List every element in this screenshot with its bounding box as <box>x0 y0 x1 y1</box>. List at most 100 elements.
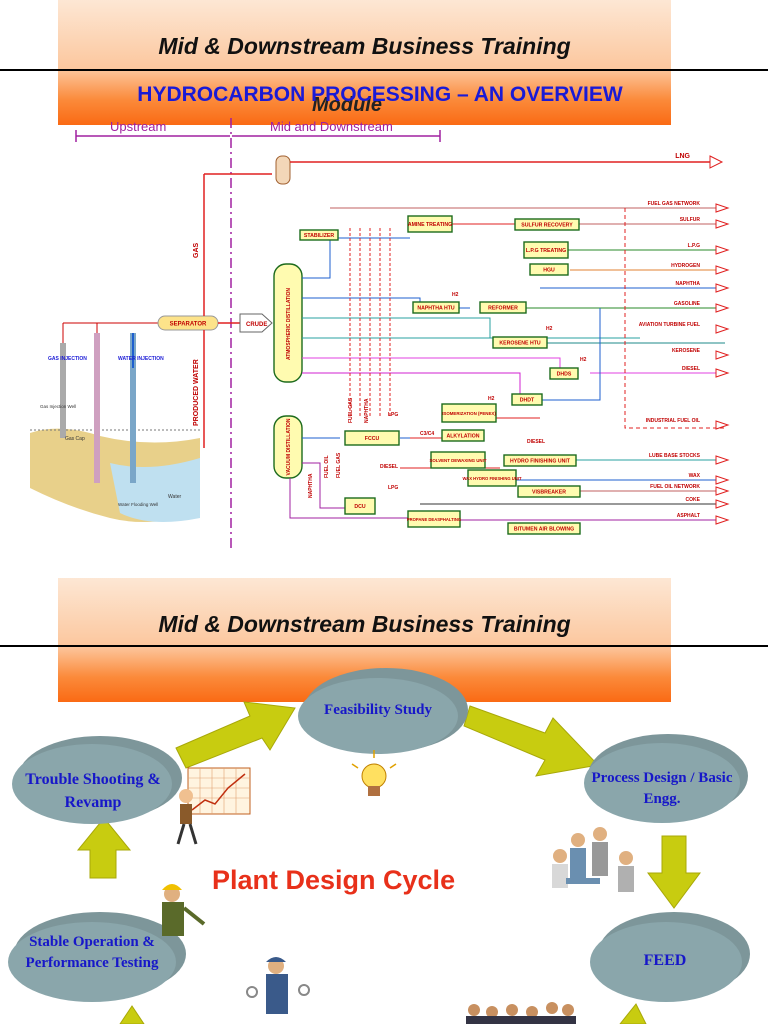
unit-kerosene-htu <box>492 336 548 349</box>
worker-icon <box>162 884 206 936</box>
arrow-process-to-feed <box>647 835 701 909</box>
header-divider <box>0 69 768 71</box>
crude-label: CRUDE <box>246 322 267 328</box>
water-label: Water <box>168 494 181 500</box>
arrow-bottom-left <box>119 1005 145 1024</box>
gas-well-label: Gas Injection Well <box>40 404 76 409</box>
svg-text:H2: H2 <box>546 326 553 332</box>
node-trouble-shooting <box>12 744 172 824</box>
product-atf: AVIATION TURBINE FUEL <box>639 322 700 328</box>
svg-text:ISOMERIZATION (PENEX): ISOMERIZATION (PENEX) <box>442 411 496 416</box>
node-process-design <box>584 743 740 823</box>
node-stable-operation <box>8 922 176 1002</box>
unit-wax-hydro <box>467 469 517 487</box>
svg-text:DHDT: DHDT <box>520 398 535 404</box>
design-cycle-graphic <box>8 668 750 1024</box>
unit-fccu <box>344 430 400 446</box>
unit-amine <box>407 215 453 233</box>
unit-stabilizer <box>299 229 339 241</box>
header-title-2: Mid & Downstream Business Training <box>158 611 571 637</box>
subtitle: HYDROCARBON PROCESSING – AN OVERVIEW <box>137 83 623 106</box>
product-asphalt: ASPHALT <box>677 513 700 519</box>
lightbulb-icon <box>351 750 397 796</box>
svg-text:STABILIZER: STABILIZER <box>304 233 334 239</box>
svg-text:H2: H2 <box>452 292 459 298</box>
product-naphtha: NAPHTHA <box>676 281 701 287</box>
product-industrial-fuel-oil: INDUSTRIAL FUEL OIL <box>646 418 700 424</box>
svg-text:FUEL GAS: FUEL GAS <box>348 397 354 423</box>
svg-text:AMINE TREATING: AMINE TREATING <box>408 222 452 228</box>
svg-text:DHDS: DHDS <box>557 372 572 378</box>
svg-text:REFORMER: REFORMER <box>488 306 518 312</box>
product-diesel: DIESEL <box>682 366 700 372</box>
svg-text:H2: H2 <box>488 396 495 402</box>
unit-solvent-dewaxing <box>430 451 486 469</box>
svg-text:HGU: HGU <box>543 268 555 274</box>
module-label: Module <box>312 94 382 116</box>
node-feed <box>590 922 742 1002</box>
svg-text:NAPHTHA: NAPHTHA <box>308 473 314 498</box>
unit-hgu <box>529 263 569 276</box>
product-fuel-gas: FUEL GAS NETWORK <box>648 201 701 207</box>
svg-text:FUEL GAS: FUEL GAS <box>336 452 342 478</box>
slide-hydrocarbon-overview: Mid & Downstream Business Training Modul… <box>0 0 768 550</box>
svg-text:WAX HYDRO FINISHING UNIT: WAX HYDRO FINISHING UNIT <box>462 476 522 481</box>
product-lpg: L.P.G <box>688 243 701 249</box>
node-feed-label: FEED <box>643 952 687 969</box>
svg-text:DCU: DCU <box>354 504 365 510</box>
unit-naphtha-htu <box>412 301 460 314</box>
svg-text:NAPHTHA: NAPHTHA <box>364 398 370 423</box>
svg-text:FUEL OIL: FUEL OIL <box>324 455 330 478</box>
arrow-bottom-right <box>619 1003 647 1024</box>
node-process-design-label: Process Design / Basic Engg. <box>591 770 733 807</box>
svg-text:SULFUR RECOVERY: SULFUR RECOVERY <box>521 223 573 229</box>
svg-text:L.P.G TREATING: L.P.G TREATING <box>526 248 566 254</box>
svg-text:LPG: LPG <box>388 485 398 491</box>
svg-text:HYDRO FINISHING UNIT: HYDRO FINISHING UNIT <box>510 459 571 465</box>
product-fuel-oil-network: FUEL OIL NETWORK <box>650 484 700 490</box>
svg-text:KEROSENE HTU: KEROSENE HTU <box>499 341 540 347</box>
svg-text:ALKYLATION: ALKYLATION <box>446 434 479 440</box>
arrow-stable-to-trouble <box>76 817 132 879</box>
svg-text:VACUUM DISTILLATION: VACUUM DISTILLATION <box>286 418 292 475</box>
water-well-label: Water Flooding Well <box>118 502 158 507</box>
svg-text:PROPANE DEASPHALTING: PROPANE DEASPHALTING <box>407 517 461 522</box>
gas-injection-label: GAS INJECTION <box>48 356 87 362</box>
vacuum-column <box>273 415 303 479</box>
node-stable-operation-label: Stable Operation & Performance Testing <box>25 934 159 971</box>
hydrocarbon-flow-diagram: Upstream Mid and Downstream GAS INJECTIO… <box>30 118 730 550</box>
unit-reformer <box>479 301 527 314</box>
unit-dhds <box>549 367 579 380</box>
svg-text:H2: H2 <box>580 357 587 363</box>
unit-hydro-finishing <box>503 454 577 467</box>
upstream-label: Upstream <box>110 119 166 134</box>
unit-visbreaker <box>517 485 581 498</box>
product-coke: COKE <box>686 497 701 503</box>
node-feasibility-label: Feasibility Study <box>324 702 432 718</box>
unit-isomerization <box>441 403 497 423</box>
unit-dcu <box>344 497 376 515</box>
svg-text:LPG: LPG <box>388 412 398 418</box>
people-group-icon <box>466 1002 576 1024</box>
arrow-trouble-to-feasibility <box>175 701 296 769</box>
unit-sulfur-recovery <box>514 218 580 231</box>
svg-text:DIESEL: DIESEL <box>380 464 398 470</box>
product-gasoline: GASOLINE <box>674 301 701 307</box>
slide-plant-design-cycle: Mid & Downstream Business Training <box>0 578 768 1024</box>
atmospheric-column <box>273 263 303 383</box>
arrow-feasibility-to-process <box>463 705 600 777</box>
svg-text:NAPHTHA HTU: NAPHTHA HTU <box>417 306 455 312</box>
unit-bitumen <box>507 522 581 535</box>
svg-text:SOLVENT DEWAXING UNIT: SOLVENT DEWAXING UNIT <box>430 458 487 463</box>
team-icon <box>552 827 634 892</box>
mechanic-icon <box>246 957 310 1014</box>
gas-label: GAS <box>193 243 200 259</box>
chart-presenter-icon <box>176 767 251 845</box>
midstream-label: Mid and Downstream <box>270 119 393 134</box>
node-trouble-shooting-label: Trouble Shooting & Revamp <box>25 771 161 811</box>
product-hydrogen: HYDROGEN <box>671 263 700 269</box>
svg-text:C3/C4: C3/C4 <box>420 431 434 437</box>
water-injection-label: WATER INJECTION <box>118 356 164 362</box>
product-sulfur: SULFUR <box>680 217 701 223</box>
product-wax: WAX <box>689 473 701 479</box>
